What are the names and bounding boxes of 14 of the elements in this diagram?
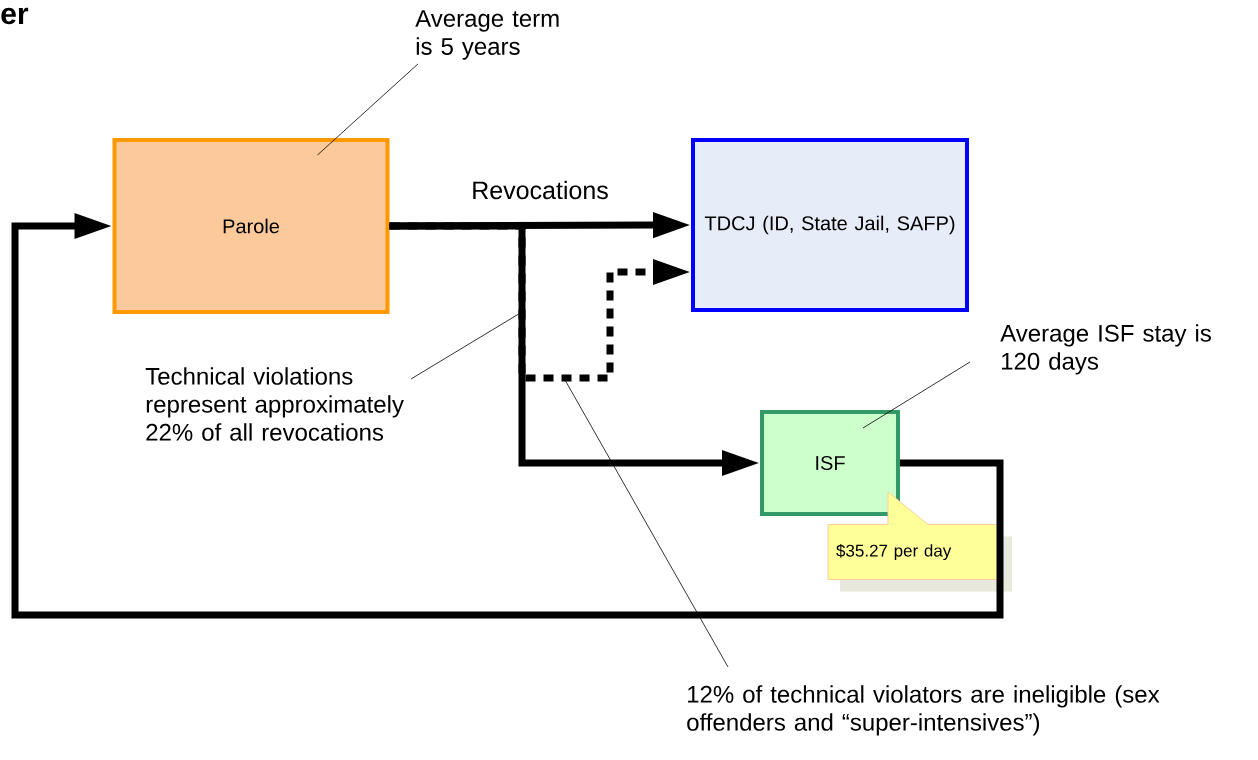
title: er <box>1 7 29 25</box>
process-box: ISF <box>760 410 900 516</box>
annotation-text: Technical violations represent approximately 22% of all revocations <box>145 367 404 441</box>
annotation-text: Average term is 5 years <box>415 10 559 60</box>
callout-box: $35.27 per day <box>827 491 1012 592</box>
process-box: Parole <box>112 138 390 314</box>
arrow <box>11 212 1004 619</box>
leader-line <box>564 379 729 668</box>
leader-line <box>317 63 419 156</box>
edge-label: Revocations <box>470 179 610 201</box>
leader-line <box>862 361 971 429</box>
process-box: TDCJ (ID, State Jail, SAFP) <box>691 138 969 312</box>
annotation-text: Average ISF stay is 120 days <box>1000 324 1211 375</box>
annotation-text: 12% of technical violators are ineligible (sex offenders and “super-intensives”) <box>687 685 1160 736</box>
